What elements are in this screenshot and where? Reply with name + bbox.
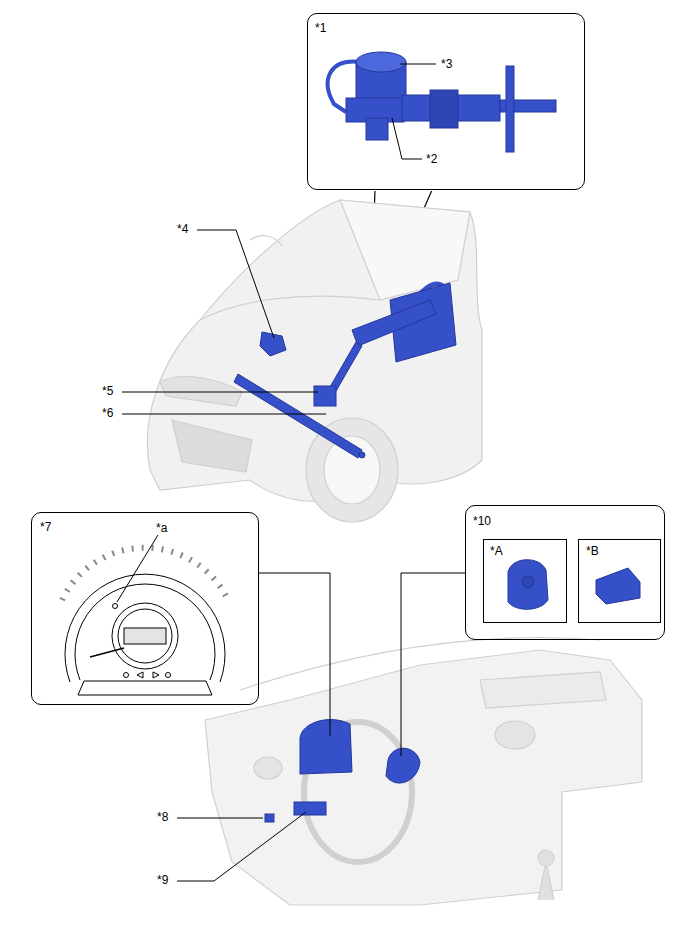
gear-knob bbox=[538, 850, 554, 866]
inset-box: *A bbox=[483, 539, 567, 623]
callout-number: *a bbox=[156, 522, 167, 535]
leader-line bbox=[400, 64, 436, 65]
switch-assembly bbox=[386, 748, 420, 783]
leader-line bbox=[259, 573, 330, 736]
interior-parts bbox=[265, 720, 420, 822]
center-dial bbox=[118, 609, 172, 663]
torque-sensor bbox=[366, 118, 388, 140]
vent bbox=[495, 721, 535, 749]
mirror bbox=[250, 236, 282, 246]
panel-ground bbox=[340, 185, 440, 191]
connector-part bbox=[265, 814, 274, 822]
mounting-bracket bbox=[506, 66, 514, 152]
panel-heading: *10 bbox=[473, 515, 491, 528]
part-b bbox=[596, 568, 640, 604]
panel-heading: *7 bbox=[40, 521, 51, 534]
gauge-outline bbox=[65, 574, 225, 682]
needle bbox=[90, 648, 124, 657]
callout-number: *9 bbox=[157, 874, 168, 887]
leader-line bbox=[122, 392, 318, 393]
part-a bbox=[508, 560, 548, 610]
callout-number: *4 bbox=[177, 223, 188, 236]
leader-line bbox=[117, 535, 158, 602]
dashboard bbox=[205, 650, 642, 905]
center-dial bbox=[112, 603, 178, 669]
motor-top bbox=[356, 52, 406, 72]
detail-panel: *10 *A *B bbox=[465, 505, 665, 640]
leader-line bbox=[392, 118, 422, 159]
panel-heading: *A bbox=[490, 545, 503, 558]
gauge-inner bbox=[75, 584, 215, 680]
leader-line bbox=[177, 818, 263, 819]
ecu-part bbox=[294, 802, 326, 815]
gear-box bbox=[314, 386, 336, 406]
panel-heading: *B bbox=[586, 545, 599, 558]
indicator bbox=[137, 672, 143, 678]
indicator bbox=[153, 672, 159, 678]
inset-box: *B bbox=[578, 539, 661, 623]
grille bbox=[172, 420, 252, 472]
leader-line bbox=[177, 812, 306, 881]
combination-meter bbox=[300, 720, 352, 774]
glove-box bbox=[480, 672, 606, 708]
marker-dot bbox=[113, 604, 118, 609]
meter-face bbox=[62, 535, 228, 695]
hood-line bbox=[200, 296, 380, 320]
tie-rod-end bbox=[359, 452, 365, 458]
leader-line bbox=[401, 573, 465, 756]
vent bbox=[254, 757, 282, 779]
leader-line bbox=[122, 414, 326, 415]
indicator bbox=[124, 673, 129, 678]
callout-number: *2 bbox=[426, 153, 437, 166]
tilt-bracket bbox=[430, 90, 458, 128]
steering-column bbox=[352, 300, 436, 346]
display bbox=[124, 628, 166, 644]
callout-number: *8 bbox=[157, 811, 168, 824]
callout-number: *3 bbox=[441, 58, 452, 71]
callout-number: *5 bbox=[102, 385, 113, 398]
leader-line bbox=[197, 230, 274, 338]
indicator bbox=[166, 673, 171, 678]
interior bbox=[205, 637, 642, 905]
gear-lever bbox=[538, 862, 554, 900]
callout-number: *6 bbox=[102, 407, 113, 420]
headlight bbox=[160, 377, 242, 406]
switch-parts bbox=[508, 560, 640, 610]
panel-heading: *1 bbox=[315, 22, 326, 35]
steering-system bbox=[234, 278, 456, 458]
meter-base bbox=[78, 681, 212, 695]
car-body bbox=[147, 200, 482, 522]
part-a-detail bbox=[522, 576, 534, 588]
panel-ground bbox=[307, 13, 585, 190]
column-assembly bbox=[328, 52, 556, 152]
steering-rack bbox=[234, 374, 362, 458]
detail-panel: *7 *a bbox=[31, 512, 259, 705]
detail-panel: *1 *3 *2 bbox=[307, 13, 585, 190]
